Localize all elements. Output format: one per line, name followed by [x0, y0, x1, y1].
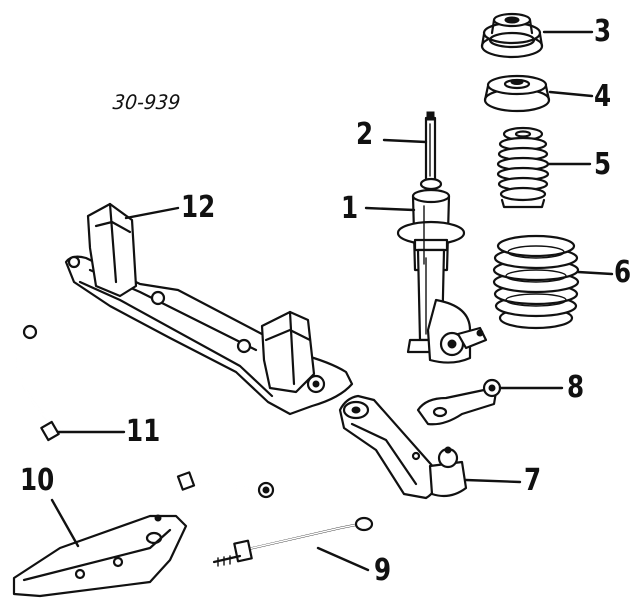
- callout-1: 1: [341, 191, 359, 226]
- part-5-dust-boot: [496, 126, 550, 209]
- part-3-strut-mount: [480, 12, 544, 59]
- callout-9: 9: [374, 553, 392, 588]
- part-8-link: [416, 378, 502, 426]
- catalog-number: 30-939: [111, 90, 182, 114]
- part-11-stabilizer-bar: [16, 324, 275, 499]
- part-4-spring-seat: [483, 74, 551, 113]
- part-6-coil-spring: [492, 234, 580, 330]
- part-9-tension-rod: [212, 516, 374, 567]
- callout-10: 10: [20, 463, 55, 498]
- callout-5: 5: [594, 147, 612, 182]
- callout-12: 12: [181, 190, 216, 225]
- callout-8: 8: [567, 370, 585, 405]
- part-12-crossmember: [64, 202, 354, 416]
- part-1-strut-body: [396, 177, 488, 364]
- callout-3: 3: [594, 14, 612, 49]
- callout-6: 6: [614, 255, 632, 290]
- leader-lines: [50, 30, 614, 572]
- callout-4: 4: [594, 79, 612, 114]
- callout-11: 11: [126, 414, 161, 449]
- part-2-piston-rod: [424, 111, 437, 182]
- callout-7: 7: [524, 463, 542, 498]
- part-10-bracket: [12, 514, 188, 598]
- callout-2: 2: [356, 117, 374, 152]
- part-7-lower-arm: [338, 394, 468, 500]
